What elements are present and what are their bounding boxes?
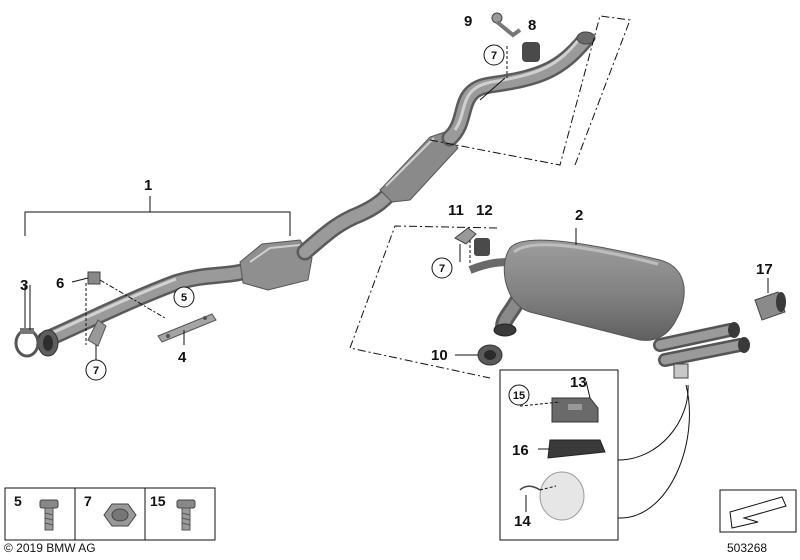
label-part-8: 8 <box>528 17 536 34</box>
boundary-part-2 <box>349 225 498 379</box>
detail-leader <box>617 384 689 461</box>
legend-label-5: 5 <box>14 493 22 509</box>
actuator-part-13 <box>551 397 599 423</box>
svg-text:7: 7 <box>439 263 445 275</box>
nut-icon-7 <box>103 503 137 527</box>
clamp-part-3 <box>14 328 40 358</box>
bolt-icon-5 <box>39 499 59 531</box>
front-pipe-part-1 <box>36 31 596 357</box>
rear-muffler-part-2 <box>468 239 750 379</box>
legend-box: 5 7 15 <box>4 487 216 541</box>
svg-text:5: 5 <box>181 292 187 304</box>
clamp-part-10 <box>477 344 503 366</box>
label-part-14: 14 <box>514 513 531 530</box>
circled-label-7c: 7 <box>431 257 453 279</box>
leader-lines <box>29 228 769 512</box>
flap-part-14 <box>519 471 585 521</box>
circled-label-7b: 7 <box>483 44 505 66</box>
label-part-11: 11 <box>448 202 464 219</box>
svg-text:7: 7 <box>491 50 497 62</box>
bolt-icon-15 <box>176 499 196 531</box>
label-part-6: 6 <box>56 275 64 292</box>
circled-label-5: 5 <box>173 286 195 308</box>
bracket-part-16 <box>547 439 606 459</box>
circled-label-7a: 7 <box>85 359 107 381</box>
detail-leader-2 <box>617 384 690 519</box>
diagram-reference-number: 503268 <box>727 541 768 555</box>
bracket-part-1 <box>24 196 291 330</box>
hanger-part-11-12 <box>454 227 490 265</box>
label-part-13: 13 <box>570 374 587 391</box>
label-part-4: 4 <box>178 349 187 366</box>
legend-label-7: 7 <box>84 493 92 509</box>
bracket-part-6 <box>85 271 166 347</box>
label-part-16: 16 <box>512 442 529 459</box>
bracket-part-4 <box>157 313 217 343</box>
label-part-2: 2 <box>575 207 583 224</box>
label-part-10: 10 <box>431 347 448 364</box>
label-part-12: 12 <box>476 202 493 219</box>
svg-text:7: 7 <box>93 365 99 377</box>
tailpipe-trim-part-17 <box>754 291 786 321</box>
hanger-part-8-9 <box>479 12 540 101</box>
orientation-arrow-icon <box>719 489 797 533</box>
label-part-17: 17 <box>756 261 773 278</box>
label-part-3: 3 <box>20 277 28 294</box>
label-part-9: 9 <box>464 13 472 30</box>
svg-text:15: 15 <box>513 390 525 402</box>
legend-label-15: 15 <box>150 493 166 509</box>
circled-label-15: 15 <box>508 384 530 406</box>
boundary-part-1 <box>429 15 631 166</box>
copyright-text: © 2019 BMW AG <box>4 541 96 555</box>
label-part-1: 1 <box>144 177 152 194</box>
